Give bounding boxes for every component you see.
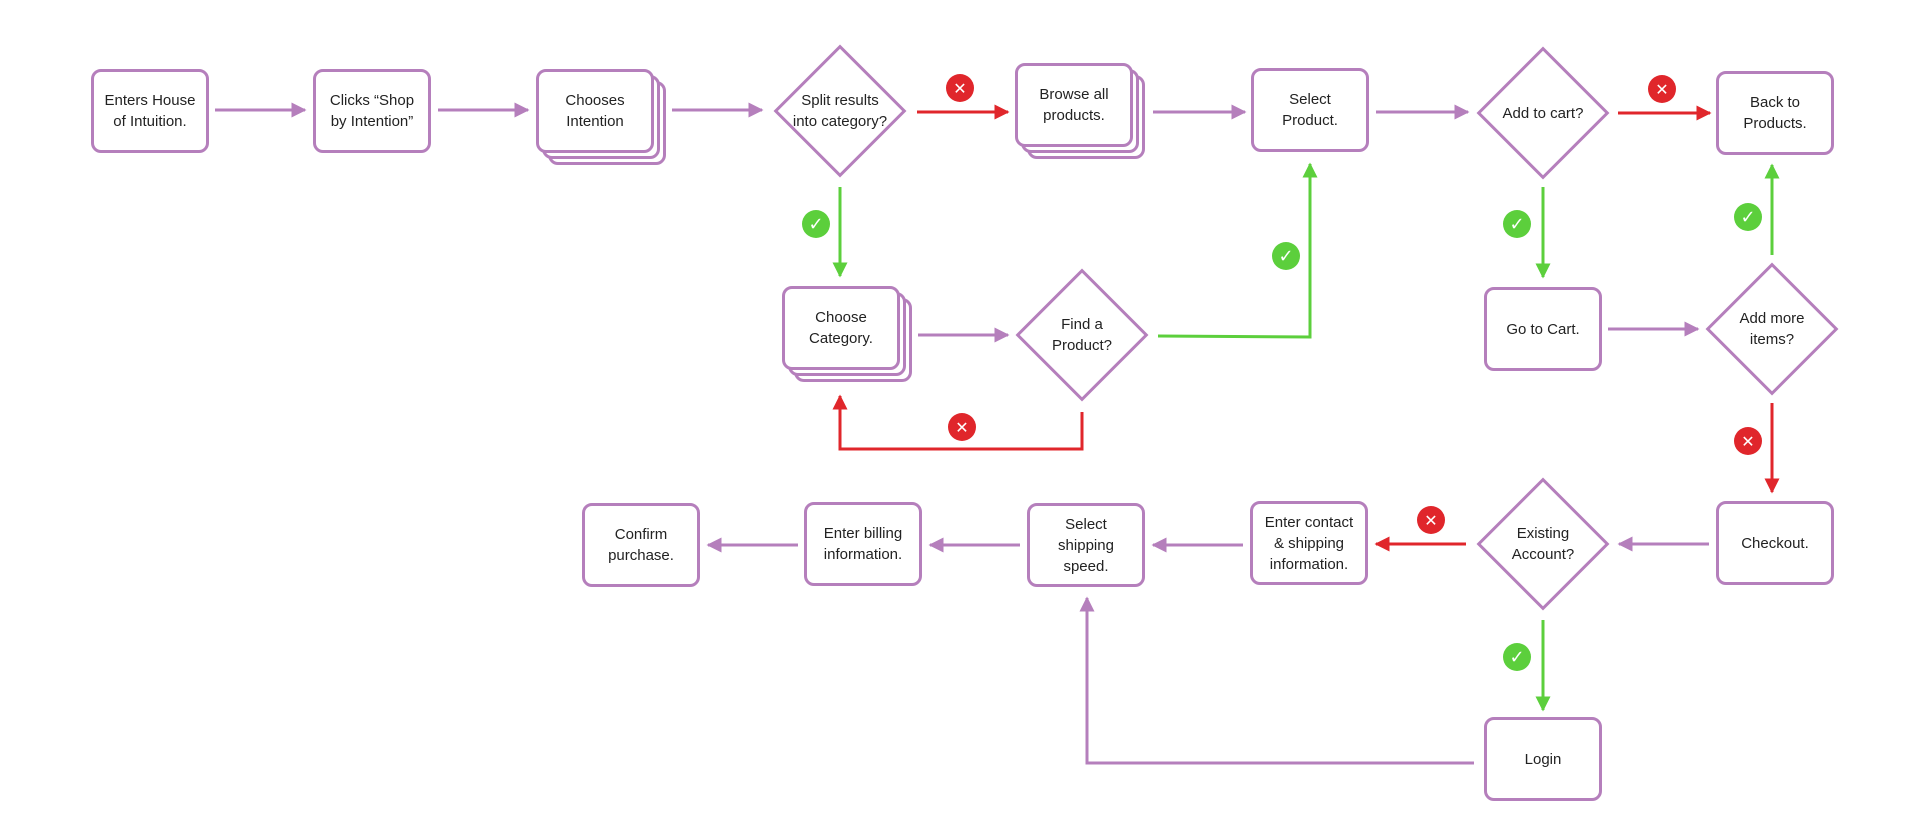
node-label-line: Products. bbox=[1743, 115, 1807, 132]
node-back-to-products: Back to Products. bbox=[1716, 71, 1834, 155]
node-label-line: Existing bbox=[1516, 525, 1570, 542]
node-label-line: by Intention” bbox=[330, 113, 414, 130]
node-label-line: Split results bbox=[801, 92, 879, 109]
node-label-line: Enter contact bbox=[1264, 513, 1354, 531]
check-icon: ✓ bbox=[1734, 203, 1762, 231]
node-label-line: information. bbox=[1269, 555, 1349, 573]
node-clicks-shop-by-intention: Clicks “Shop by Intention” bbox=[313, 69, 431, 153]
node-label-line: Select bbox=[1289, 91, 1331, 108]
node-label-line: Chooses bbox=[565, 92, 625, 109]
node-label-line: Select bbox=[1065, 515, 1107, 533]
arrow-login-to-shipping bbox=[1079, 596, 1474, 765]
node-label-line: Category. bbox=[809, 330, 873, 347]
node-checkout: Checkout. bbox=[1716, 501, 1834, 585]
node-label-line: Intention bbox=[566, 113, 624, 130]
node-label-line: speed. bbox=[1063, 557, 1109, 575]
node-label-line: Product. bbox=[1282, 112, 1338, 129]
node-label-line: Checkout. bbox=[1741, 534, 1809, 552]
decision-split-results: Split results into category? bbox=[773, 44, 907, 178]
x-icon: ✕ bbox=[948, 413, 976, 441]
x-icon: ✕ bbox=[946, 74, 974, 102]
node-enter-billing: Enter billing information. bbox=[804, 502, 922, 586]
arrow-find-yes-select bbox=[1157, 162, 1318, 339]
node-select-shipping-speed: Select shipping speed. bbox=[1027, 503, 1145, 587]
node-go-to-cart: Go to Cart. bbox=[1484, 287, 1602, 371]
node-label-line: Clicks “Shop bbox=[329, 92, 415, 109]
node-browse-all-products: Browse all products. bbox=[1015, 63, 1145, 159]
node-label-line: & shipping bbox=[1273, 534, 1345, 552]
node-label-line: Add to cart? bbox=[1502, 104, 1584, 122]
node-enter-contact-shipping: Enter contact & shipping information. bbox=[1250, 501, 1368, 585]
node-label-line: Enter billing bbox=[823, 525, 903, 542]
decision-add-more-items: Add more items? bbox=[1705, 262, 1839, 396]
node-label-line: of Intuition. bbox=[113, 113, 187, 130]
node-label-line: Go to Cart. bbox=[1506, 320, 1580, 338]
check-icon: ✓ bbox=[1503, 643, 1531, 671]
check-icon: ✓ bbox=[802, 210, 830, 238]
node-label-line: Choose bbox=[815, 309, 867, 326]
node-label-line: Enters House bbox=[104, 92, 196, 109]
node-label-line: Login bbox=[1524, 750, 1562, 768]
x-icon: ✕ bbox=[1417, 506, 1445, 534]
node-login: Login bbox=[1484, 717, 1602, 801]
node-label-line: Browse all bbox=[1039, 86, 1109, 103]
node-confirm-purchase: Confirm purchase. bbox=[582, 503, 700, 587]
node-label-line: Back to bbox=[1749, 94, 1801, 111]
node-label-line: Account? bbox=[1511, 546, 1575, 563]
node-enters-house: Enters House of Intuition. bbox=[91, 69, 209, 153]
node-label-line: Product? bbox=[1051, 337, 1113, 354]
check-icon: ✓ bbox=[1503, 210, 1531, 238]
node-label-line: Find a bbox=[1061, 316, 1103, 333]
node-label-line: Add more bbox=[1739, 310, 1805, 327]
arrow-find-no-category bbox=[832, 394, 1084, 451]
node-label-line: items? bbox=[1749, 331, 1795, 348]
decision-add-to-cart: Add to cart? bbox=[1476, 46, 1610, 180]
decision-find-a-product: Find a Product? bbox=[1015, 268, 1149, 402]
node-label-line: Confirm bbox=[614, 526, 668, 543]
x-icon: ✕ bbox=[1648, 75, 1676, 103]
node-label-line: information. bbox=[823, 546, 903, 563]
check-icon: ✓ bbox=[1272, 242, 1300, 270]
node-label-line: shipping bbox=[1058, 536, 1114, 554]
node-label-line: products. bbox=[1043, 107, 1105, 124]
x-icon: ✕ bbox=[1734, 427, 1762, 455]
node-label-line: into category? bbox=[792, 113, 888, 130]
node-label-line: purchase. bbox=[608, 547, 674, 564]
